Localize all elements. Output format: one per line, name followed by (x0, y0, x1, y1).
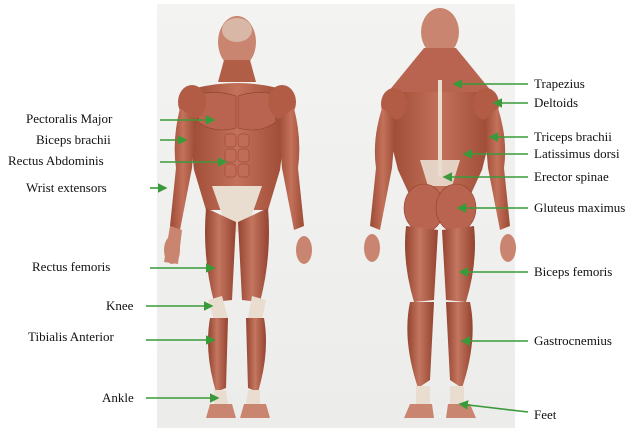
front-left-thigh (205, 208, 236, 302)
back-left-arm (370, 108, 396, 230)
front-left-arm (170, 108, 196, 230)
back-figure (364, 8, 516, 418)
label-knee: Knee (106, 298, 133, 314)
label-tibialis-anterior: Tibialis Anterior (28, 329, 114, 345)
label-gluteus-maximus: Gluteus maximus (534, 200, 625, 216)
front-right-arm (278, 108, 304, 230)
label-biceps-femoris: Biceps femoris (534, 264, 612, 280)
label-rectus-femoris: Rectus femoris (32, 259, 110, 275)
label-deltoids: Deltoids (534, 95, 578, 111)
front-neck (218, 60, 256, 82)
label-feet: Feet (534, 407, 556, 423)
label-biceps-brachii: Biceps brachii (36, 132, 111, 148)
front-figure (164, 16, 312, 418)
label-latissimus-dorsi: Latissimus dorsi (534, 146, 620, 162)
back-left-thigh (405, 226, 438, 302)
front-left-shin (208, 318, 228, 392)
label-triceps-brachii: Triceps brachii (534, 129, 612, 145)
label-rectus-abdominis: Rectus Abdominis (8, 153, 104, 169)
label-ankle: Ankle (102, 390, 134, 406)
back-left-calf (407, 302, 434, 388)
label-erector-spinae: Erector spinae (534, 169, 609, 185)
back-right-arm (484, 108, 510, 230)
label-pectoralis-major: Pectoralis Major (26, 111, 112, 127)
label-gastrocnemius: Gastrocnemius (534, 333, 612, 349)
back-right-thigh (442, 226, 475, 302)
label-trapezius: Trapezius (534, 76, 585, 92)
label-wrist-extensors: Wrist extensors (26, 180, 107, 196)
back-right-calf (446, 302, 473, 388)
front-right-thigh (238, 208, 269, 302)
front-right-shin (246, 318, 266, 392)
